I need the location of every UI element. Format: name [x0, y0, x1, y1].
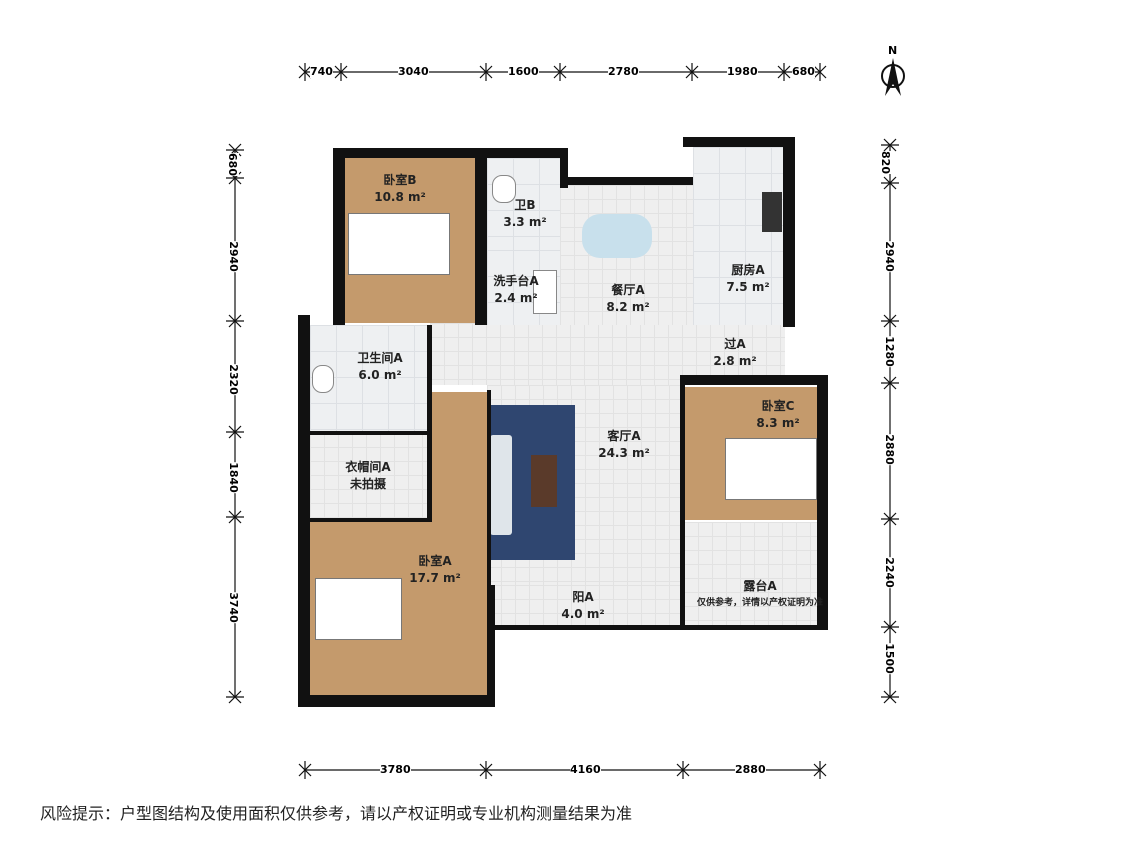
- bedroom-a-nook: [430, 392, 487, 522]
- dim-label: 2880: [735, 763, 766, 776]
- north-compass-icon: N: [876, 44, 910, 98]
- bed-icon: [315, 578, 402, 640]
- toilet-icon: [312, 365, 334, 393]
- dim-label: 1500: [882, 643, 896, 674]
- dim-label: 680: [792, 65, 815, 78]
- wall: [333, 148, 345, 325]
- dim-label: 1600: [508, 65, 539, 78]
- dim-label: 3740: [226, 592, 240, 623]
- dim-label: 3780: [380, 763, 411, 776]
- coffee-table-icon: [531, 455, 557, 507]
- dim-label: 2320: [226, 364, 240, 395]
- wall: [680, 375, 828, 385]
- wall: [298, 315, 310, 707]
- wall: [680, 385, 685, 630]
- sink-icon: [533, 270, 557, 314]
- dim-label: 2940: [226, 241, 240, 272]
- wall: [817, 375, 828, 630]
- dim-label: 740: [310, 65, 333, 78]
- dim-label: 820: [878, 151, 892, 174]
- bathroom-b: [487, 158, 560, 250]
- terrace-a: [684, 522, 817, 626]
- bed-icon: [725, 438, 817, 500]
- dim-label: 1840: [226, 462, 240, 493]
- toilet-icon: [492, 175, 516, 203]
- dining-table-icon: [582, 214, 652, 258]
- risk-notice: 风险提示：户型图结构及使用面积仅供参考，请以产权证明或专业机构测量结果为准: [40, 804, 633, 823]
- balcony-a: [487, 585, 682, 627]
- cloakroom-a: [310, 433, 430, 520]
- wall: [310, 518, 430, 522]
- wall: [783, 137, 795, 327]
- dim-label: 2940: [882, 241, 896, 272]
- wall: [560, 148, 568, 188]
- wall: [487, 585, 495, 707]
- wall: [487, 625, 827, 630]
- wall: [475, 158, 487, 325]
- dim-label: 1980: [727, 65, 758, 78]
- wall: [683, 137, 795, 147]
- sofa-icon: [490, 435, 512, 535]
- wall: [298, 695, 495, 707]
- dim-label: 2240: [882, 557, 896, 588]
- dim-label: 2780: [608, 65, 639, 78]
- compass-label: N: [888, 44, 897, 57]
- stove-icon: [762, 192, 782, 232]
- dim-label: 2880: [882, 434, 896, 465]
- passage-area: [430, 323, 785, 385]
- dim-label: 680: [225, 153, 239, 176]
- wall: [487, 390, 491, 585]
- wall: [560, 177, 693, 185]
- kitchen-a: [693, 147, 783, 325]
- dim-label: 1280: [882, 336, 896, 367]
- dim-label: 4160: [570, 763, 601, 776]
- wall: [333, 148, 563, 158]
- wall: [427, 325, 432, 522]
- bed-icon: [348, 213, 450, 275]
- dim-label: 3040: [398, 65, 429, 78]
- wall: [310, 431, 430, 435]
- dining-room-a: [560, 185, 693, 325]
